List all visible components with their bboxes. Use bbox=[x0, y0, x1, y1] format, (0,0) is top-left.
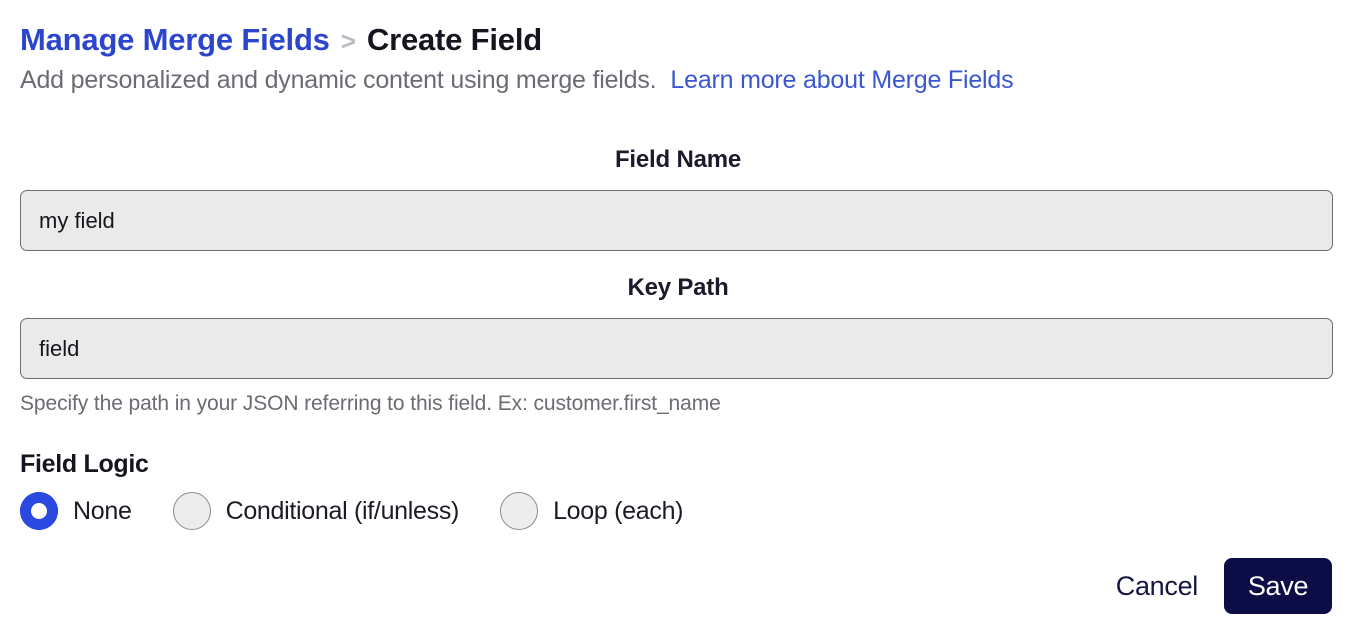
radio-option-none[interactable]: None bbox=[20, 492, 132, 530]
field-name-input[interactable] bbox=[20, 190, 1333, 251]
radio-label-conditional: Conditional (if/unless) bbox=[225, 496, 460, 525]
radio-label-loop: Loop (each) bbox=[553, 496, 684, 525]
radio-option-loop[interactable]: Loop (each) bbox=[500, 492, 684, 530]
subtitle-text: Add personalized and dynamic content usi… bbox=[20, 66, 657, 94]
radio-icon-none[interactable] bbox=[20, 492, 58, 530]
field-logic-title: Field Logic bbox=[20, 450, 149, 478]
page-subtitle: Add personalized and dynamic content usi… bbox=[20, 66, 1014, 95]
radio-option-conditional[interactable]: Conditional (if/unless) bbox=[172, 492, 460, 530]
breadcrumb: Manage Merge Fields > Create Field bbox=[20, 22, 542, 58]
learn-more-link[interactable]: Learn more about Merge Fields bbox=[670, 66, 1014, 94]
key-path-helper-text: Specify the path in your JSON referring … bbox=[20, 392, 721, 415]
key-path-label: Key Path bbox=[627, 274, 729, 301]
breadcrumb-link-manage-merge-fields[interactable]: Manage Merge Fields bbox=[20, 22, 330, 57]
breadcrumb-current-create-field: Create Field bbox=[366, 22, 542, 57]
field-name-label: Field Name bbox=[614, 146, 742, 173]
save-button[interactable]: Save bbox=[1224, 558, 1332, 614]
radio-icon-conditional[interactable] bbox=[172, 492, 211, 530]
key-path-input[interactable] bbox=[20, 318, 1333, 379]
field-logic-radio-group: None Conditional (if/unless) Loop (each) bbox=[20, 492, 684, 530]
breadcrumb-separator-icon: > bbox=[340, 26, 356, 56]
form-footer: Cancel Save bbox=[1112, 558, 1332, 614]
radio-label-none: None bbox=[73, 496, 132, 525]
radio-icon-loop[interactable] bbox=[500, 492, 539, 530]
cancel-button[interactable]: Cancel bbox=[1112, 565, 1202, 608]
